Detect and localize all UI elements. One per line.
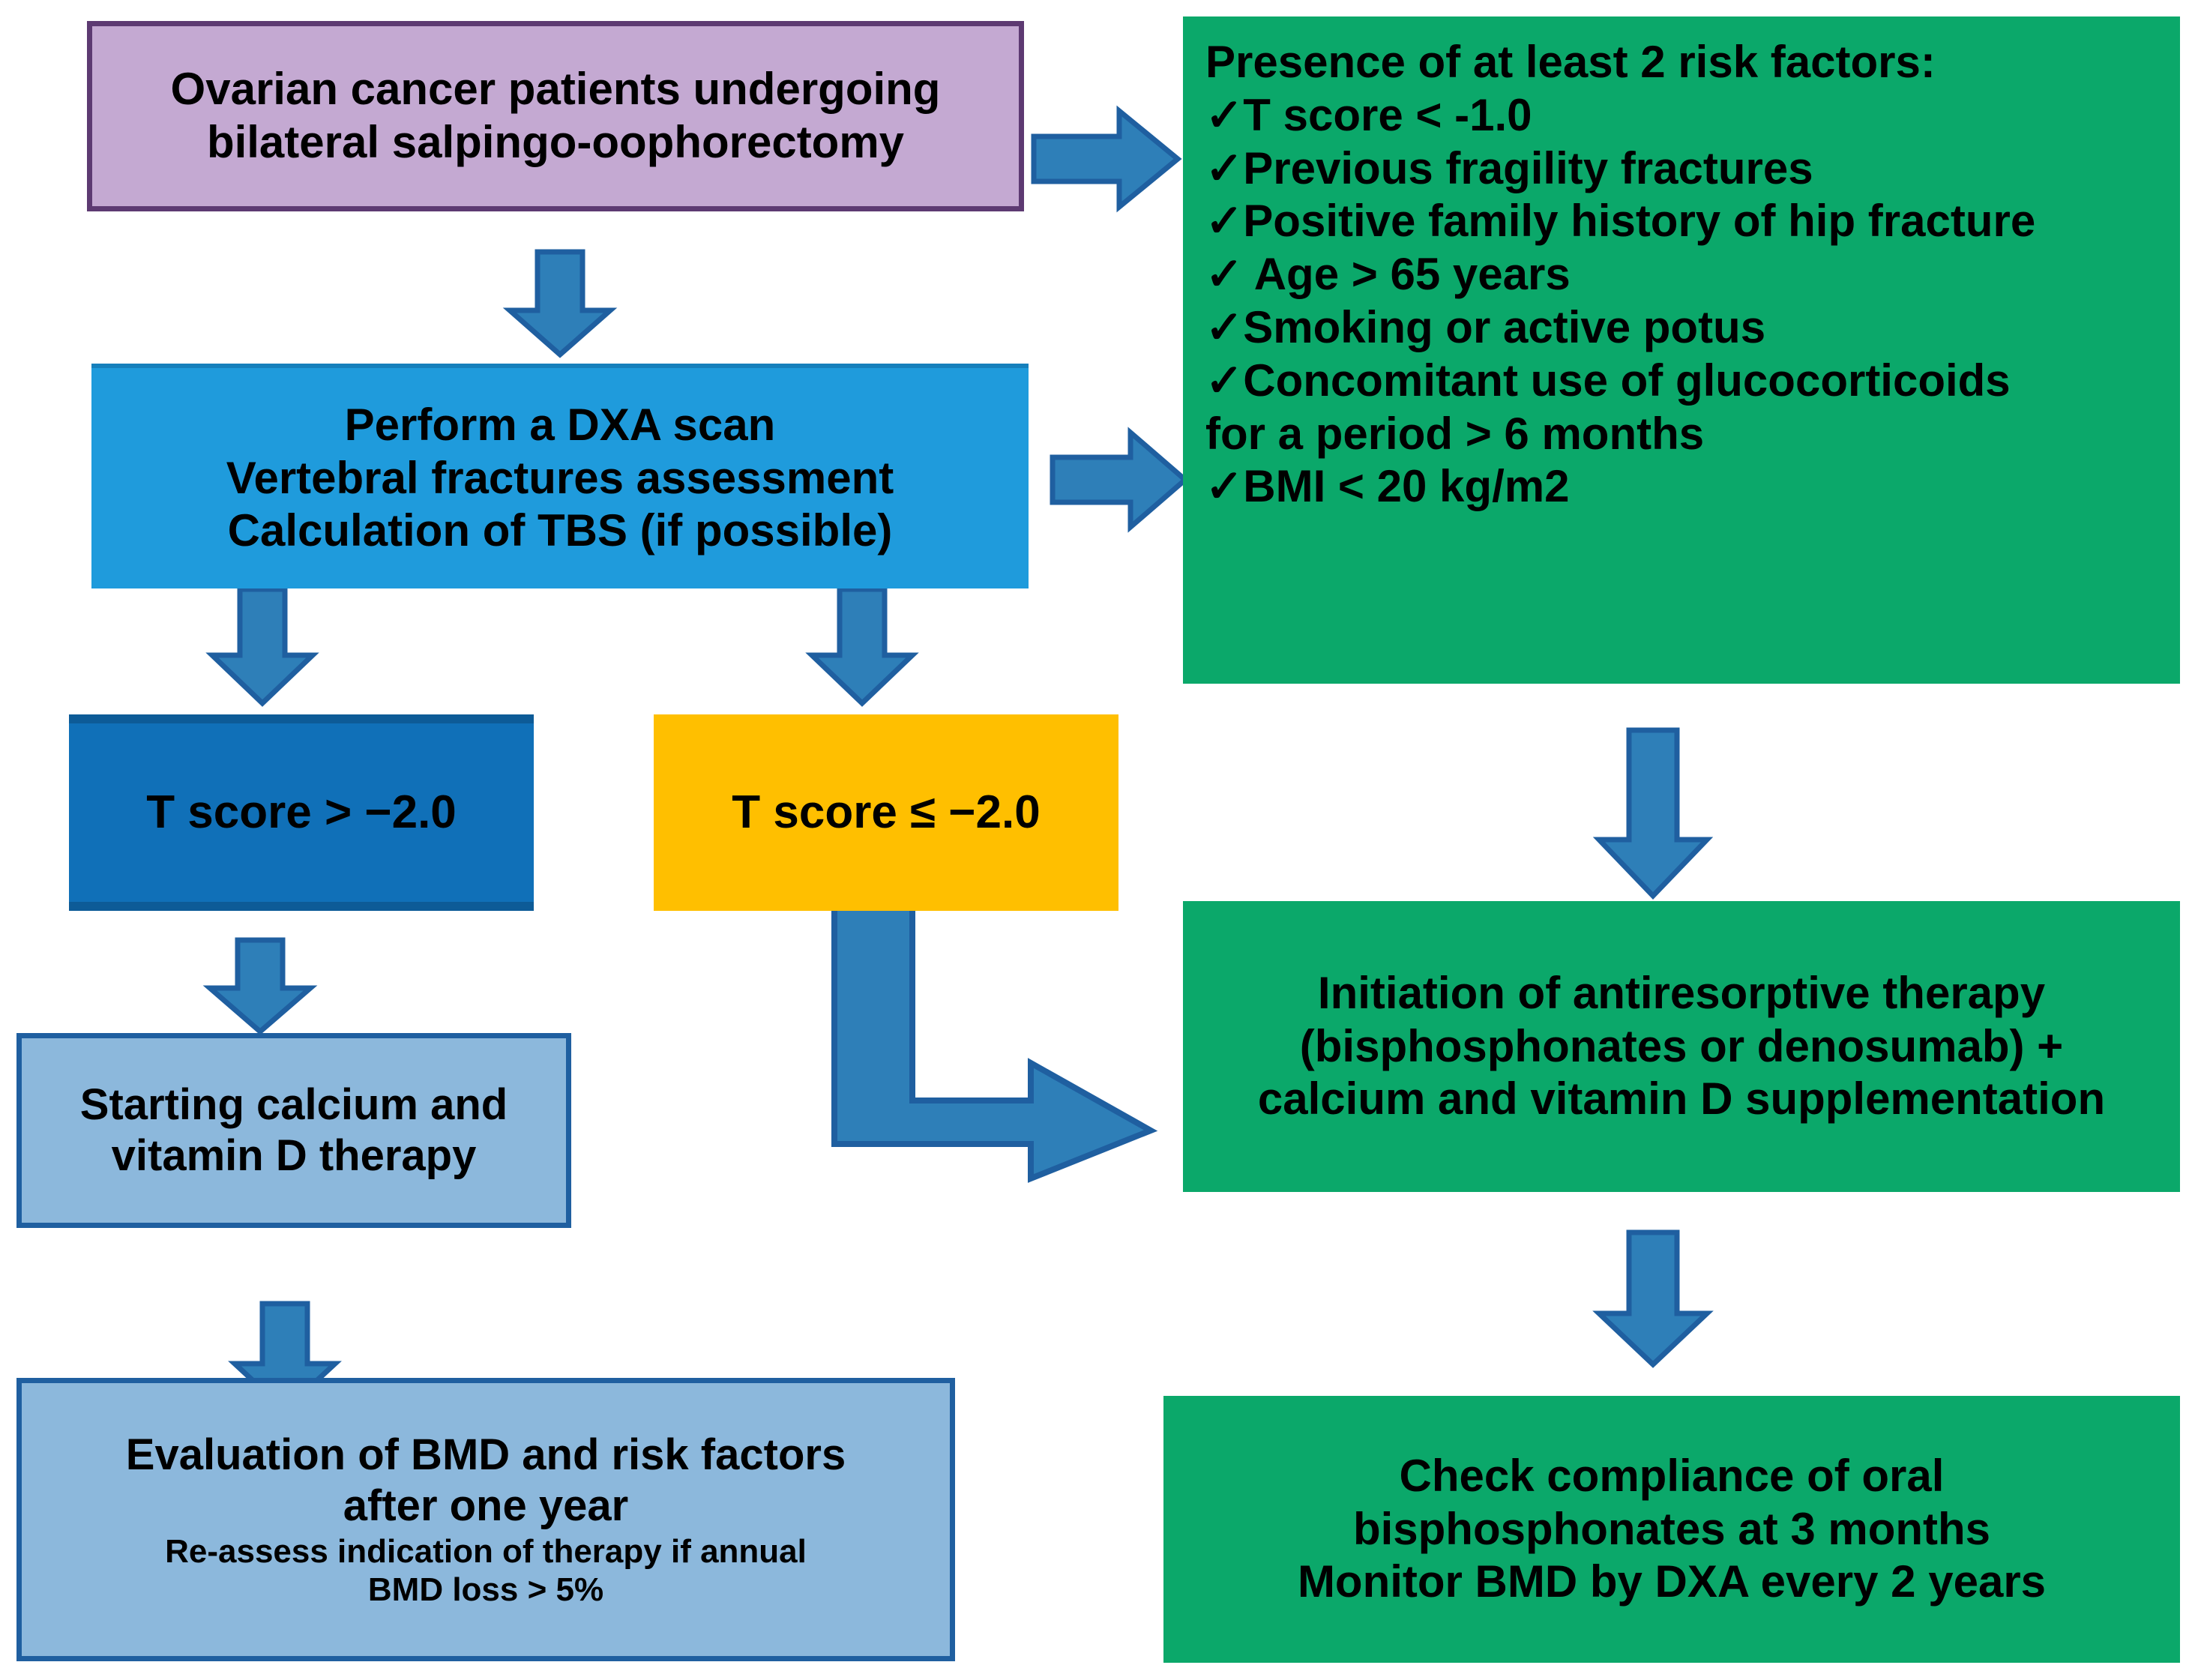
risk-factor-text: Concomitant use of glucocorticoids: [1243, 355, 2011, 406]
risk-factor-item: ✓Previous fragility fractures: [1205, 142, 2158, 196]
risk-factor-text: Age > 65 years: [1243, 249, 1571, 300]
node-dxa[interactable]: Perform a DXA scan Vertebral fractures a…: [91, 364, 1029, 588]
risk-factor-item: ✓Smoking or active potus: [1205, 301, 2158, 355]
check-icon: ✓: [1205, 249, 1244, 300]
node-tscore-low[interactable]: T score ≤ −2.0: [654, 714, 1118, 911]
check-icon: ✓: [1205, 142, 1244, 193]
risk-factor-text: Previous fragility fractures: [1243, 142, 1813, 193]
node-compliance[interactable]: Check compliance of oral bisphosphonates…: [1163, 1396, 2180, 1663]
node-tscore-high[interactable]: T score > −2.0: [69, 714, 534, 911]
node-evaluation-line-2: after one year: [343, 1481, 629, 1531]
node-tscore-low-label: T score ≤ −2.0: [732, 786, 1041, 839]
risk-factor-item: ✓BMI < 20 kg/m2: [1205, 460, 2158, 514]
risk-factor-text: Positive family history of hip fracture: [1243, 196, 2036, 247]
check-icon: ✓: [1205, 355, 1244, 406]
node-antiresorptive-line-1: Initiation of antiresorptive therapy: [1317, 967, 2046, 1018]
node-evaluation[interactable]: Evaluation of BMD and risk factors after…: [16, 1378, 955, 1661]
node-dxa-line-3: Calculation of TBS (if possible): [227, 505, 893, 556]
node-tscore-high-label: T score > −2.0: [146, 786, 457, 839]
node-calcium-line-1: Starting calcium and: [79, 1080, 508, 1129]
arrow-start-to-risk-factors: [1031, 105, 1182, 213]
arrow-risk-factors-to-antiresorptive: [1592, 727, 1714, 900]
risk-factor-item: ✓Concomitant use of glucocorticoids: [1205, 355, 2158, 408]
node-start-line-2: bilateral salpingo-oophorectomy: [206, 117, 905, 167]
node-antiresorptive-line-2: (bisphosphonates or denosumab) +: [1299, 1020, 2064, 1071]
node-compliance-line-3: Monitor BMD by DXA every 2 years: [1297, 1556, 2047, 1607]
node-calcium-line-2: vitamin D therapy: [111, 1131, 477, 1180]
arrow-antiresorptive-to-compliance: [1592, 1229, 1714, 1368]
node-dxa-line-1: Perform a DXA scan: [344, 399, 776, 450]
node-evaluation-subline-2: BMD loss > 5%: [367, 1571, 604, 1609]
node-start-line-1: Ovarian cancer patients undergoing: [170, 64, 941, 115]
node-calcium-vitd[interactable]: Starting calcium and vitamin D therapy: [16, 1033, 571, 1228]
node-compliance-line-2: bisphosphonates at 3 months: [1352, 1503, 1991, 1554]
node-antiresorptive[interactable]: Initiation of antiresorptive therapy (bi…: [1183, 901, 2180, 1192]
node-compliance-line-1: Check compliance of oral: [1399, 1450, 1945, 1501]
arrow-dxa-to-tscore-low: [805, 586, 919, 707]
risk-factor-item: ✓T score < -1.0: [1205, 89, 2158, 142]
arrow-dxa-to-risk-factors: [1050, 427, 1190, 533]
risk-factor-item: ✓ Age > 65 years: [1205, 248, 2158, 301]
check-icon: ✓: [1205, 89, 1244, 140]
arrow-tscore-low-to-antiresorptive: [831, 895, 1158, 1183]
node-start[interactable]: Ovarian cancer patients undergoing bilat…: [87, 21, 1024, 211]
node-risk-factors[interactable]: Presence of at least 2 risk factors: ✓T …: [1183, 16, 2180, 684]
node-antiresorptive-line-3: calcium and vitamin D supplementation: [1257, 1074, 2106, 1124]
risk-factor-text: Smoking or active potus: [1243, 301, 1766, 352]
node-evaluation-subline-1: Re-assess indication of therapy if annua…: [165, 1532, 807, 1570]
risk-factor-item-continuation: for a period > 6 months: [1205, 408, 1705, 459]
node-evaluation-line-1: Evaluation of BMD and risk factors: [125, 1430, 846, 1479]
check-icon: ✓: [1205, 301, 1244, 352]
node-dxa-line-2: Vertebral fractures assessment: [226, 452, 894, 503]
risk-factor-text: T score < -1.0: [1243, 89, 1532, 140]
risk-factor-item: ✓Positive family history of hip fracture: [1205, 195, 2158, 248]
risk-factors-heading: Presence of at least 2 risk factors:: [1205, 37, 1936, 87]
arrow-tscore-high-to-calcium: [202, 937, 318, 1035]
risk-factor-text: BMI < 20 kg/m2: [1243, 461, 1570, 512]
arrow-dxa-to-tscore-high: [205, 586, 319, 707]
arrow-start-to-dxa: [502, 249, 618, 358]
check-icon: ✓: [1205, 461, 1244, 512]
check-icon: ✓: [1205, 196, 1244, 247]
